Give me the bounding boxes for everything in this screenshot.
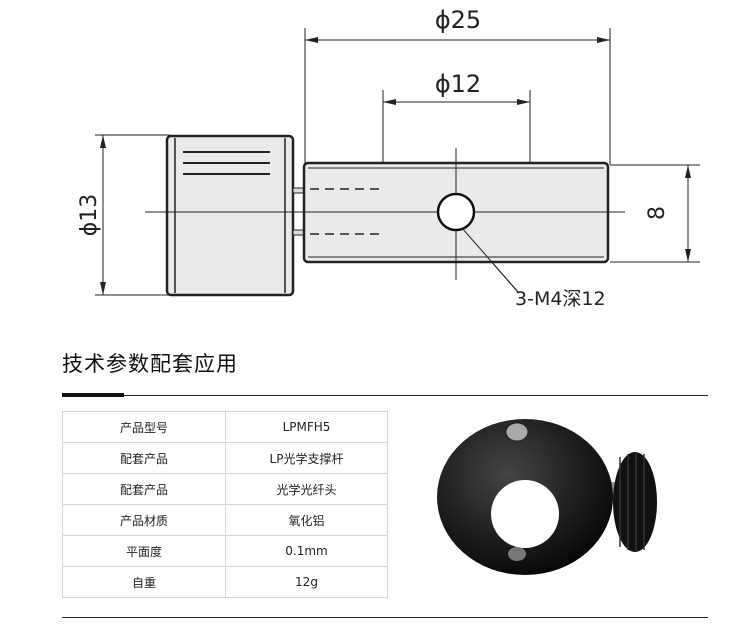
knob [165, 134, 295, 297]
table-row: 配套产品光学光纤头 [62, 473, 388, 505]
product-photo [437, 419, 657, 575]
divider-accent [62, 393, 124, 397]
dim-rod: 8 [645, 206, 670, 220]
dim-overall: ϕ25 [435, 6, 481, 34]
hole-note: 3-M4深12 [515, 288, 606, 310]
table-row: 产品材质氧化铝 [62, 504, 388, 536]
divider [62, 395, 708, 396]
bottom-divider [62, 617, 708, 618]
dim-inner: ϕ12 [435, 70, 481, 98]
section-title: 技术参数配套应用 [62, 352, 238, 376]
tapped-hole [436, 192, 476, 232]
dim-knob: ϕ13 [77, 194, 102, 237]
technical-drawing: ϕ25 ϕ12 ϕ13 8 3-M4深12 [77, 6, 700, 310]
